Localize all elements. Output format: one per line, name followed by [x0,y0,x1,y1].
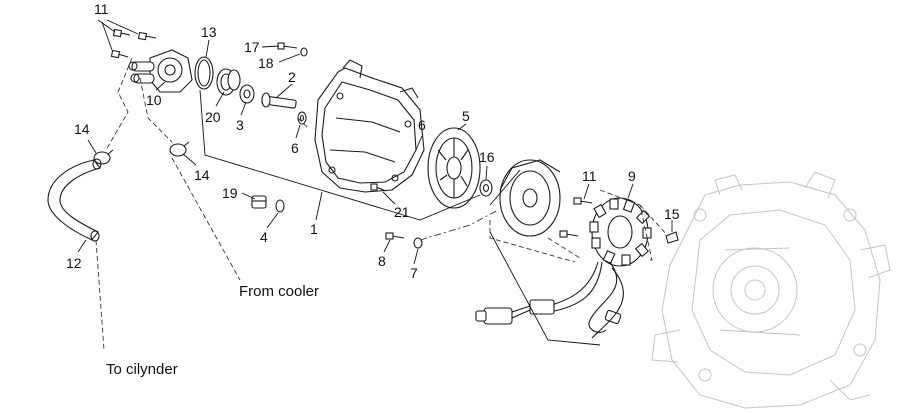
nut-16 [479,179,493,197]
guide-lines [95,57,669,351]
o-ring-13 [194,56,214,90]
pump-housing-10 [128,49,193,93]
stator-9 [589,197,652,267]
callout-16: 16 [479,149,495,165]
callout-14-right: 14 [194,167,210,183]
screw-21 [370,183,387,192]
callouts: 11 13 17 18 2 10 20 3 6 6 5 16 11 9 14 1… [66,1,680,281]
callout-6-right: 6 [418,117,426,133]
callout-14-left: 14 [74,121,90,137]
o-ring-4 [275,199,285,213]
callout-1: 1 [310,221,318,237]
screw-17 [277,42,298,50]
crankcase-ghost [651,171,891,409]
clamp-14-left [93,149,114,165]
callout-6-left: 6 [291,140,299,156]
hose-12 [47,158,102,242]
bolts-11-right [559,197,593,238]
callout-21: 21 [394,204,410,220]
washer-7 [413,237,423,249]
washer-18 [300,47,308,57]
callout-9: 9 [628,168,636,184]
label-from-cooler: From cooler [239,283,319,300]
clamp-14-right [169,141,190,157]
callout-20: 20 [205,109,221,125]
key-15 [665,231,679,244]
fan-5 [427,127,481,209]
callout-7: 7 [410,265,418,281]
callout-13: 13 [201,24,217,40]
flywheel-cover-1 [314,59,425,193]
callout-12: 12 [66,255,82,271]
callout-8: 8 [378,253,386,269]
callout-10: 10 [146,92,162,108]
label-to-cylinder: To cilynder [106,361,178,378]
callout-15: 15 [664,206,680,222]
flywheel-rotor [499,159,561,237]
plug-19 [251,195,267,209]
callout-11-right: 11 [582,168,597,184]
bolts-11-top [110,28,157,59]
callout-5: 5 [462,108,470,124]
shaft-2 [261,92,297,109]
callout-leaders [77,19,673,265]
callout-18: 18 [258,55,274,71]
callout-4: 4 [260,229,268,245]
wiring-harness [475,261,624,339]
impeller-20 [216,68,241,96]
callout-17: 17 [244,39,260,55]
callout-2: 2 [288,69,296,85]
bearing-3 [239,84,255,104]
callout-11-top: 11 [94,1,109,17]
washer-6-left [297,111,307,125]
callout-3: 3 [236,117,244,133]
callout-19: 19 [222,185,238,201]
bolt-8 [385,232,405,240]
